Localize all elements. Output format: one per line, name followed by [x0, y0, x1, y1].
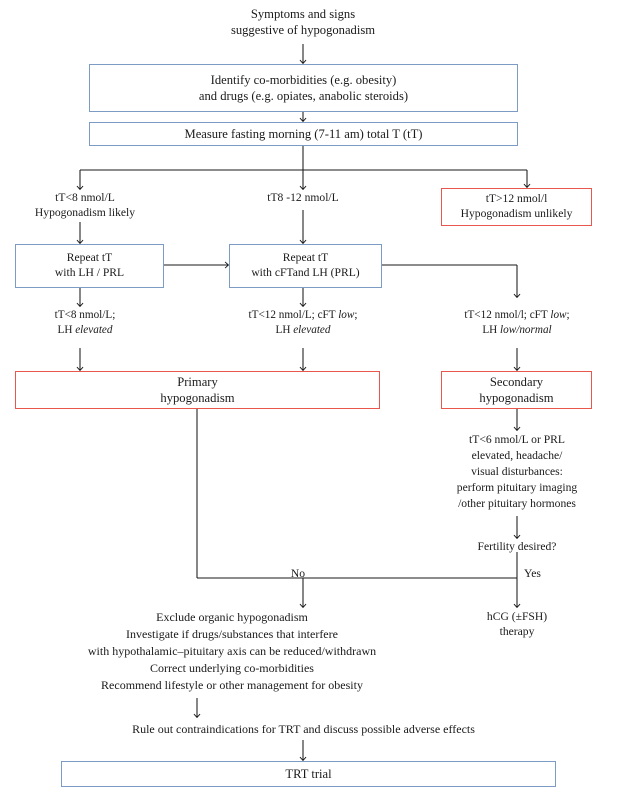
repeat-left-line1: Repeat tT [66, 251, 113, 265]
exclude-line5: Recommend lifestyle or other management … [101, 678, 363, 693]
hcg-line1: hCG (±FSH) [486, 610, 548, 623]
pituitary-line2: elevated, headache/ [471, 448, 563, 462]
cond-middle-line1-italic: low [338, 309, 355, 321]
pituitary-line4: perform pituitary imaging [456, 480, 578, 494]
node-secondary-hypogonadism[interactable]: Secondary hypogonadism [441, 371, 592, 409]
branch-middle-line1: tT8 -12 nmol/L [267, 191, 339, 204]
node-condition-right: tT<12 nmol/l; cFT low; LH low/normal [434, 308, 600, 337]
cond-right-line1: tT<12 nmol/l; cFT low; [434, 308, 600, 323]
node-identify-line1: Identify co-morbidities (e.g. obesity) [210, 72, 397, 87]
exclude-line3: with hypothalamic–pituitary axis can be … [87, 644, 377, 659]
label-no-text: No [290, 567, 306, 580]
node-fertility-desired: Fertility desired? [437, 539, 597, 554]
cond-right-line1-suffix: ; [566, 309, 570, 321]
repeat-left-line2: with LH / PRL [54, 266, 125, 279]
node-rule-out-contraindications: Rule out contraindications for TRT and d… [40, 722, 567, 738]
pituitary-line5: /other pituitary hormones [458, 496, 576, 510]
trt-trial-line1: TRT trial [285, 766, 332, 781]
branch-left-line1: tT<8 nmol/L [55, 191, 115, 204]
cond-right-line1-plain: tT<12 nmol/l; cFT [464, 309, 551, 321]
exclude-line4: Correct underlying co-morbidities [150, 661, 314, 676]
node-pituitary-workup: tT<6 nmol/L or PRL elevated, headache/ v… [424, 432, 610, 511]
repeat-middle-line2: with cFTand LH (PRL) [251, 266, 360, 279]
secondary-line1: Secondary [489, 374, 544, 389]
node-identify-line2: and drugs (e.g. opiates, anabolic steroi… [198, 89, 409, 103]
cond-right-line2-italic: low/normal [500, 323, 552, 336]
rule-out-line1: Rule out contraindications for TRT and d… [132, 722, 475, 736]
secondary-line2: hypogonadism [479, 391, 554, 405]
node-branch-right-high-tt[interactable]: tT>12 nmol/l Hypogonadism unlikely [441, 188, 592, 226]
node-branch-left-low-tt: tT<8 nmol/L Hypogonadism likely [10, 190, 160, 220]
node-condition-middle: tT<12 nmol/L; cFT low; LH elevated [220, 308, 386, 337]
label-branch-no: No [268, 566, 328, 581]
cond-middle-line1-suffix: ; [354, 309, 358, 321]
cond-left-line2: LH elevated [10, 323, 160, 338]
node-trt-trial[interactable]: TRT trial [61, 761, 556, 787]
cond-middle-line1: tT<12 nmol/L; cFT low; [220, 308, 386, 323]
pituitary-line1: tT<6 nmol/L or PRL [469, 433, 565, 446]
cond-left-line2-italic: elevated [75, 323, 113, 336]
cond-right-line2: LH low/normal [434, 323, 600, 338]
node-start-line2: suggestive of hypogonadism [230, 23, 376, 38]
node-hcg-therapy: hCG (±FSH) therapy [447, 609, 587, 639]
fertility-line1: Fertility desired? [477, 540, 557, 553]
hcg-line2: therapy [499, 625, 535, 639]
node-identify-comorbidities[interactable]: Identify co-morbidities (e.g. obesity) a… [89, 64, 518, 112]
cond-left-line1: tT<8 nmol/L; [54, 309, 116, 321]
branch-left-line2: Hypogonadism likely [34, 206, 136, 220]
node-repeat-tt-lh-prl[interactable]: Repeat tT with LH / PRL [15, 244, 164, 288]
cond-middle-line2: LH elevated [220, 323, 386, 338]
branch-right-line1: tT>12 nmol/l [485, 192, 548, 206]
cond-right-line2-prefix: LH [482, 323, 501, 336]
node-conservative-management: Exclude organic hypogonadism Investigate… [30, 609, 434, 694]
node-primary-hypogonadism[interactable]: Primary hypogonadism [15, 371, 380, 409]
primary-line1: Primary [177, 374, 218, 389]
primary-line2: hypogonadism [160, 391, 235, 405]
cond-right-line1-italic: low [550, 309, 567, 321]
node-start: Symptoms and signs suggestive of hypogon… [150, 6, 456, 39]
cond-middle-line1-plain: tT<12 nmol/L; cFT [248, 309, 339, 321]
label-branch-yes: Yes [524, 566, 584, 581]
node-condition-left: tT<8 nmol/L; LH elevated [10, 308, 160, 337]
branch-right-line2: Hypogonadism unlikely [460, 207, 573, 220]
exclude-line1: Exclude organic hypogonadism [156, 610, 308, 624]
label-yes-text: Yes [524, 567, 541, 580]
cond-middle-line2-italic: elevated [293, 323, 331, 336]
pituitary-line3: visual disturbances: [471, 464, 563, 478]
cond-left-line2-prefix: LH [57, 323, 76, 336]
repeat-middle-line1: Repeat tT [282, 251, 329, 265]
node-measure-line1: Measure fasting morning (7-11 am) total … [184, 126, 423, 141]
node-measure-total-t[interactable]: Measure fasting morning (7-11 am) total … [89, 122, 518, 146]
node-start-line1: Symptoms and signs [250, 7, 356, 21]
cond-middle-line2-prefix: LH [275, 323, 294, 336]
exclude-line2: Investigate if drugs/substances that int… [126, 627, 338, 642]
node-branch-middle-mid-tt: tT8 -12 nmol/L [228, 190, 378, 205]
node-repeat-tt-cft-lh[interactable]: Repeat tT with cFTand LH (PRL) [229, 244, 382, 288]
